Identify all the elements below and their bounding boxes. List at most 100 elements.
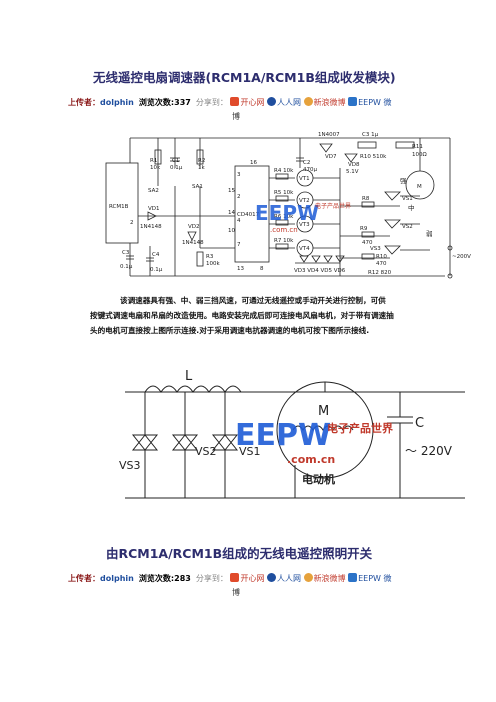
- motor-label: M: [417, 184, 422, 190]
- share-renren[interactable]: 人人网: [277, 98, 302, 107]
- motor-m-label: M: [318, 404, 329, 419]
- views2-label: 浏览次数:: [138, 574, 175, 583]
- r-top-val: 100Ω: [412, 152, 427, 158]
- vt1-label: VT1: [299, 176, 310, 182]
- strong-label: 强: [400, 177, 407, 185]
- vd8-val: 5.1V: [346, 169, 359, 175]
- r2-val: 1k: [198, 165, 205, 171]
- c1-val: 0.1μ: [170, 165, 183, 171]
- vd-row-label: VD3 VD4 VD5 VD6: [294, 268, 346, 274]
- sa1-label: SA1: [192, 184, 203, 190]
- r6-label: R6 10k: [274, 214, 294, 220]
- c-low-val: 0.1μ: [120, 264, 133, 270]
- share-eepw[interactable]: EEPW 微: [358, 98, 392, 107]
- svg-text:电子产品世界: 电子产品世界: [327, 421, 393, 435]
- pin3-label: 3: [237, 172, 241, 178]
- r12-label: R12 820: [368, 270, 392, 276]
- r10b-label: R10: [376, 254, 387, 260]
- article-meta: 上传者：dolphin 浏览次数:337 分享到： 开心网 人人网 新浪微博 E…: [68, 97, 392, 108]
- pin15-label: 15: [228, 188, 235, 194]
- vs2-label-2: VS2: [195, 445, 217, 458]
- weibo-icon: [303, 573, 313, 582]
- svg-text:EEPW: EEPW: [235, 418, 331, 453]
- c1-label: C1: [172, 158, 179, 164]
- rcm-label: RCM1B: [109, 204, 129, 210]
- share-weibo[interactable]: 新浪微博: [313, 98, 346, 107]
- svg-text:EEPW: EEPW: [255, 201, 319, 225]
- fan-speed-controller-schematic: RCM1B CD4017 1N4007 C3 1μ R11 100Ω R10 5…: [105, 132, 471, 279]
- diode-top-label: 1N4007: [318, 132, 340, 138]
- r3-val: 100k: [206, 261, 220, 267]
- pin7-label: 7: [237, 242, 241, 248]
- kaixin-icon: [230, 573, 240, 582]
- motor-cn-label: 电动机: [302, 472, 335, 486]
- vs1-label-2: VS1: [239, 445, 261, 458]
- vs1-label: VS1: [402, 196, 413, 202]
- vd2-val: 1N4148: [182, 240, 204, 246]
- eepw-icon: [348, 573, 358, 582]
- ac-label: ~200V: [452, 254, 471, 260]
- pin13-label: 13: [237, 266, 244, 272]
- uploader2-label: 上传者：: [68, 574, 100, 583]
- vt4-label: VT4: [299, 246, 310, 252]
- c-low-label: C3: [122, 250, 130, 256]
- views2-count: 283: [174, 574, 191, 583]
- inductor-label: L: [185, 369, 193, 384]
- svg-text:.com.cn: .com.cn: [287, 453, 335, 466]
- vs3-label: VS3: [370, 246, 381, 252]
- r9-val: 470: [362, 240, 373, 246]
- share2-kaixin[interactable]: 开心网: [240, 574, 265, 583]
- vs3-label-2: VS3: [119, 459, 141, 472]
- eepw-watermark-2: EEPW 电子产品世界 .com.cn: [235, 418, 393, 466]
- r7-label: R7 10k: [274, 238, 294, 244]
- vt2-label: VT2: [299, 198, 310, 204]
- r1-label: R1: [150, 158, 157, 164]
- r-top-label: R11: [412, 144, 423, 150]
- share-label: 分享到：: [195, 98, 228, 107]
- pin4-label: 4: [237, 218, 241, 224]
- share2-eepw-wrap[interactable]: 博: [232, 588, 240, 597]
- share2-eepw[interactable]: EEPW 微: [358, 574, 392, 583]
- pin16-label: 16: [250, 160, 257, 166]
- uploader-label: 上传者：: [68, 98, 100, 107]
- article-paragraph: 该调速器具有强、中、弱三挡风速，可通过无线遥控或手动开关进行控制，可供 按键式调…: [90, 296, 394, 335]
- vd1-label: VD1: [148, 206, 160, 212]
- ac220-label: ～ 220V: [405, 444, 453, 458]
- pin2b-label: 2: [130, 220, 134, 226]
- uploader-name[interactable]: dolphin: [100, 98, 134, 107]
- vd1-val: 1N4148: [140, 224, 162, 230]
- article-title: 无线遥控电扇调速器(RCM1A/RCM1B组成收发模块): [93, 70, 396, 85]
- capacitor-label: C: [415, 416, 424, 431]
- uploader2-name[interactable]: dolphin: [100, 574, 134, 583]
- share-kaixin[interactable]: 开心网: [240, 98, 265, 107]
- share2-renren[interactable]: 人人网: [277, 574, 302, 583]
- c-low2-val: 0.1μ: [150, 267, 163, 273]
- r9-label: R9: [360, 226, 368, 232]
- vd7-label: VD7: [325, 154, 337, 160]
- pin14-label: 14: [228, 210, 235, 216]
- weak-label: 弱: [426, 230, 433, 238]
- kaixin-icon: [230, 97, 240, 106]
- vs2-label: VS2: [402, 224, 413, 230]
- svg-text:.com.cn: .com.cn: [270, 226, 298, 234]
- c-low2-label: C4: [152, 252, 160, 258]
- r4-label: R4 10k: [274, 168, 294, 174]
- pin10-label: 10: [228, 228, 235, 234]
- views-count: 337: [174, 98, 191, 107]
- r8-label: R8: [362, 196, 370, 202]
- r2-label: R2: [198, 158, 205, 164]
- r1-val: 10k: [150, 165, 161, 171]
- pin8-label: 8: [260, 266, 264, 272]
- mid-label: 中: [408, 203, 415, 212]
- eepw-icon: [348, 97, 358, 106]
- ic-label: CD4017: [237, 212, 260, 218]
- share2-weibo[interactable]: 新浪微博: [313, 574, 346, 583]
- renren-icon: [267, 97, 277, 106]
- c2-val: 470μ: [303, 167, 317, 173]
- cap-top-label: C3 1μ: [362, 132, 379, 138]
- vt3-label: VT3: [299, 222, 310, 228]
- share2-label: 分享到：: [195, 574, 228, 583]
- share-eepw-wrap[interactable]: 博: [232, 112, 240, 121]
- svg-text:电子产品世界: 电子产品世界: [315, 202, 351, 210]
- r10b-val: 470: [376, 261, 387, 267]
